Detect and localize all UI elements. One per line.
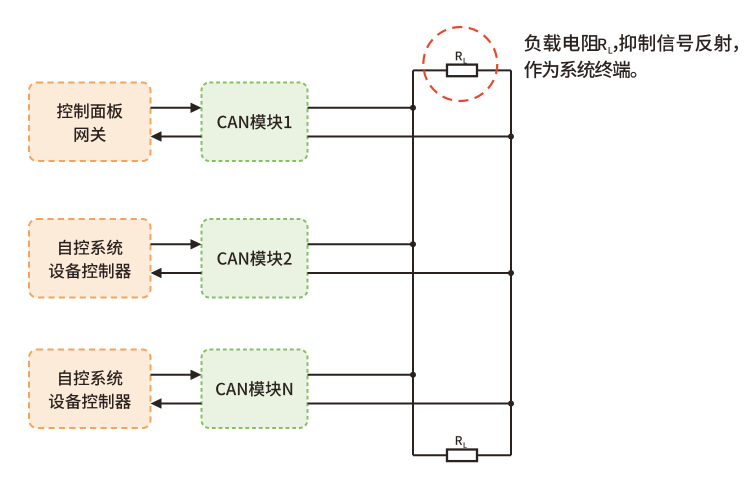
can-module-box-3-label <box>216 381 293 397</box>
arrow-device-to-module-2 <box>150 239 202 250</box>
terminator-resistor-top <box>445 51 479 78</box>
can-module-box-1 <box>200 81 309 162</box>
arrow-device-to-module-1 <box>150 102 202 113</box>
terminator-highlight-circle <box>422 25 499 103</box>
device-box-3-frame <box>28 348 152 429</box>
junction-dot-low-1 <box>508 133 514 140</box>
device-box-2-label <box>48 239 131 279</box>
device-box-2 <box>28 218 152 299</box>
can-module-box-3-frame <box>200 348 309 429</box>
device-box-3 <box>28 348 152 429</box>
junction-dot-low-3 <box>508 400 514 407</box>
can-module-box-2 <box>200 218 309 299</box>
terminator-resistor-bottom <box>445 436 479 463</box>
device-box-1-frame <box>28 81 152 162</box>
device-box-1-label <box>57 103 123 142</box>
terminator-resistor-top-body <box>445 63 479 78</box>
can-module-box-2-label <box>217 250 292 266</box>
device-box-2-frame <box>28 218 152 299</box>
junction-dot-high-2 <box>410 241 416 248</box>
terminator-resistor-bottom-label <box>455 436 467 448</box>
annotation-line-2 <box>524 60 637 79</box>
arrow-module-to-device-3 <box>150 398 202 409</box>
junction-dot-low-2 <box>508 270 514 276</box>
arrow-module-to-device-2 <box>150 267 202 279</box>
can-module-box-3 <box>200 348 309 429</box>
can-module-box-1-label <box>217 114 292 130</box>
annotation-line-1 <box>524 34 738 54</box>
terminator-resistor-top-label <box>455 51 467 64</box>
arrow-module-to-device-1 <box>150 131 202 142</box>
annotation <box>524 34 738 79</box>
device-box-1 <box>28 81 152 162</box>
junction-dot-high-1 <box>410 104 416 111</box>
arrow-device-to-module-3 <box>150 369 202 380</box>
terminator-resistor-bottom-body <box>445 448 479 463</box>
junction-dot-high-3 <box>410 371 416 378</box>
